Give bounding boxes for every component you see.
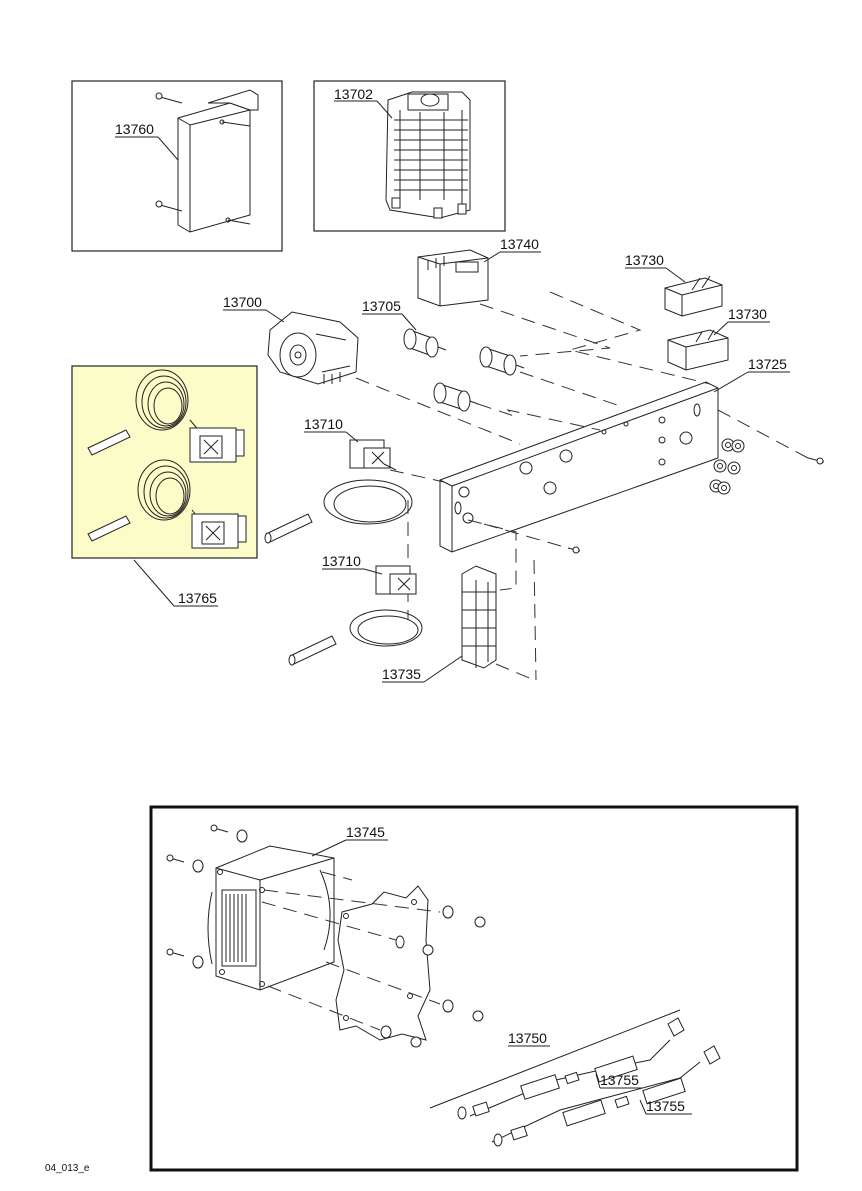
label-13710-lower: 13710 — [322, 553, 361, 569]
capacitor-2 — [479, 346, 525, 376]
label-13705: 13705 — [362, 298, 401, 314]
label-13730-upper: 13730 — [625, 252, 664, 268]
capacitor-3 — [433, 382, 479, 412]
label-13745: 13745 — [346, 824, 385, 840]
wall-panel — [335, 885, 431, 1041]
fuse-holders-13750 — [429, 1009, 721, 1147]
label-13750: 13750 — [508, 1030, 547, 1046]
box-13760: 13760 — [71, 80, 283, 252]
fuse-holder-upper — [457, 1017, 685, 1120]
terminal-block-13730-lower: 13730 — [667, 306, 770, 371]
label-13740: 13740 — [500, 236, 539, 252]
mounting-plate-13725: 13725 — [439, 356, 790, 553]
box-transformer-frame — [149, 805, 799, 1172]
label-13725: 13725 — [748, 356, 787, 372]
footer-code: 04_013_e — [45, 1163, 90, 1174]
fuse-holder-lower — [493, 1045, 721, 1147]
switch-block-drawing — [385, 91, 471, 219]
thermostat-coil-lower — [87, 459, 247, 549]
transformer-dashed-lines — [261, 871, 441, 1031]
label-13730-lower: 13730 — [728, 306, 767, 322]
terminal-block-13730-upper: 13730 — [625, 252, 723, 317]
label-13710-upper: 13710 — [304, 416, 343, 432]
cover-plate-drawing — [155, 89, 259, 233]
transformer-bolts — [166, 824, 248, 969]
thermostat-13710-upper: 13710 — [264, 416, 413, 544]
transformer-13745 — [207, 845, 335, 991]
capacitors-13705: 13705 — [362, 298, 525, 412]
relay-13740: 13740 — [417, 236, 541, 307]
thermostat-13710-lower: 13710 — [288, 553, 423, 666]
label-13765: 13765 — [178, 590, 217, 606]
motor-13700: 13700 — [223, 294, 359, 385]
box-13702-frame — [313, 80, 506, 232]
label-13700: 13700 — [223, 294, 262, 310]
heatsink-13735: 13735 — [382, 565, 497, 683]
box-13760-frame — [71, 80, 283, 252]
assembly-dashed-lines — [355, 291, 809, 681]
label-13702: 13702 — [334, 86, 373, 102]
label-13735: 13735 — [382, 666, 421, 682]
label-13755-lower: 13755 — [646, 1098, 685, 1114]
label-13755-upper: 13755 — [600, 1072, 639, 1088]
box-13765: 13765 — [71, 365, 258, 607]
box-transformer: 13745 13750 — [149, 805, 799, 1172]
thermostat-coil-upper — [87, 369, 245, 463]
capacitor-1 — [403, 328, 447, 358]
box-13702: 13702 — [313, 80, 506, 232]
nuts-group — [567, 438, 825, 554]
washers-and-nuts — [380, 905, 486, 1048]
label-13760: 13760 — [115, 121, 154, 137]
